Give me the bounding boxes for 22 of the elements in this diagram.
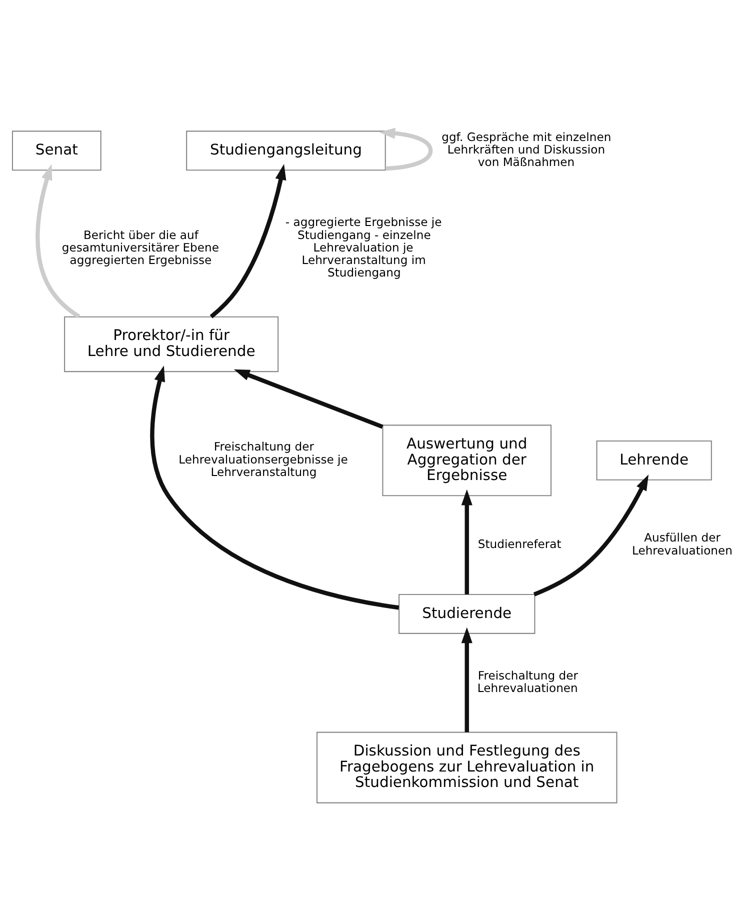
edge-label: Ausfüllen der Lehrevaluationen xyxy=(632,530,732,558)
node-box: Auswertung und Aggregation der Ergebnisse xyxy=(382,424,552,496)
edge-label: Freischaltung der Lehrevaluationsergebnisse je Lehrveranstaltung xyxy=(178,440,348,479)
node-box: Prorektor/-in für Lehre und Studierende xyxy=(64,316,279,372)
node-box: Studierende xyxy=(398,594,536,634)
node-box: Studiengangsleitung xyxy=(186,130,386,171)
arrow xyxy=(379,128,433,171)
arrow xyxy=(461,489,472,594)
edge-label: Studienreferat xyxy=(478,537,562,552)
edge-label: ggf. Gespräche mit einzelnen Lehrkräften und Diskussion von Mäßnahmen xyxy=(442,130,612,170)
arrow xyxy=(533,474,649,596)
arrow xyxy=(36,164,80,318)
node-box: Lehrende xyxy=(596,440,712,480)
edge-label: Freischaltung der Lehrevaluationen xyxy=(477,668,578,696)
edge-label: Bericht über die auf gesamtuniversitärer Ebene aggregierten Ergebnisse xyxy=(62,228,219,268)
edge-label: - aggregierte Ergebnisse je Studiengang - einzelne Lehrevaluation je Lehrveranstaltung im Studiengang xyxy=(285,215,442,280)
node-box: Senat xyxy=(12,130,102,171)
arrow xyxy=(234,369,384,429)
node-box: Diskussion und Festlegung des Fragebogens zur Lehrevaluation in Studienkommission und Senat xyxy=(316,732,618,804)
arrow xyxy=(461,627,472,732)
arrow xyxy=(210,164,286,318)
arrow xyxy=(150,366,400,610)
